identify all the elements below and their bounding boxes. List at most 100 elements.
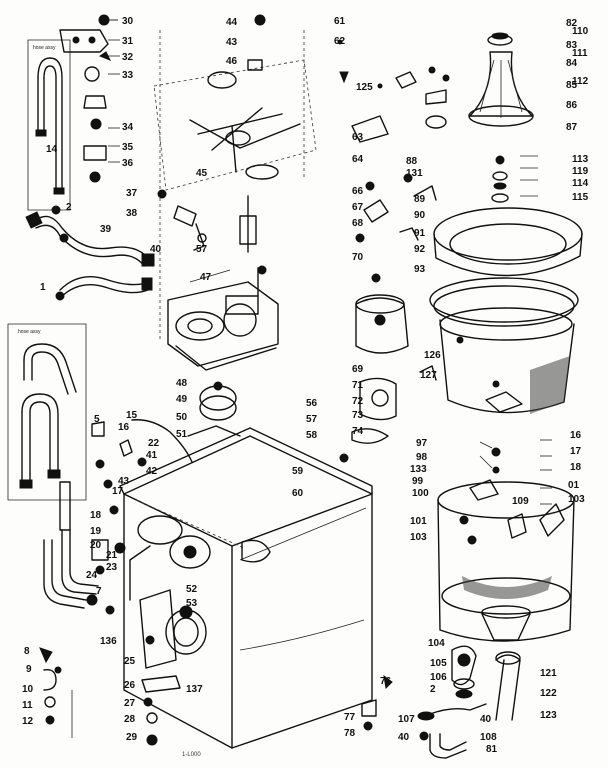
callout-51: 51 [176,429,188,440]
callout-57: 57 [306,414,318,425]
callout-21: 21 [106,550,118,561]
callout-91: 91 [414,228,426,239]
callout-41: 41 [146,450,158,461]
callout-73: 73 [352,410,364,421]
callout-5: 5 [94,414,100,425]
callout-18: 18 [570,462,582,473]
callout-37: 37 [126,188,138,199]
callout-57: 57 [196,244,208,255]
callout-48: 48 [176,378,188,389]
callout-112: 112 [572,76,589,87]
callout-25: 25 [124,656,136,667]
callout-34: 34 [122,122,134,133]
callout-114: 114 [572,178,589,189]
center-right-parts [337,39,409,731]
callout-30: 30 [122,16,134,27]
callout-38: 38 [126,208,138,219]
callout-103: 103 [568,494,585,505]
callout-127: 127 [420,370,437,381]
callout-40: 40 [398,732,410,743]
callout-15: 15 [126,410,138,421]
callout-126: 126 [424,350,441,361]
callout-113: 113 [572,154,589,165]
upper-hose-assembly: hose assy [27,14,118,211]
callout-105: 105 [430,658,447,669]
callout-76: 76 [380,676,392,687]
callout-17: 17 [112,486,124,497]
callout-121: 121 [540,668,557,679]
callout-122: 122 [540,688,557,699]
callout-1: 1 [40,282,46,293]
callout-97: 97 [416,438,428,449]
callout-66: 66 [352,186,364,197]
callout-70: 70 [352,252,364,263]
callout-104: 104 [428,638,445,649]
callout-71: 71 [352,380,364,391]
hose-tag-top: hose assy [33,45,56,51]
callout-24: 24 [86,570,98,581]
callout-2: 2 [430,684,436,695]
footer-code: 1-L000 [182,752,201,758]
callout-74: 74 [352,426,364,437]
callout-92: 92 [414,244,426,255]
callout-9: 9 [26,664,32,675]
agitator-assembly [153,14,317,340]
callout-19: 19 [90,526,102,537]
callout-77: 77 [344,712,356,723]
callout-88: 88 [406,156,418,167]
callout-52: 52 [186,584,198,595]
pump-motor-group [114,515,271,669]
tub-assembly [417,32,583,759]
callout-59: 59 [292,466,304,477]
callout-60: 60 [292,488,304,499]
callout-32: 32 [122,52,134,63]
callout-78: 78 [344,728,356,739]
callout-58: 58 [306,430,318,441]
callout-26: 26 [124,680,136,691]
callout-98: 98 [416,452,428,463]
callout-45: 45 [196,168,208,179]
callout-103: 103 [410,532,427,543]
clamp-parts [39,647,73,738]
callout-89: 89 [414,194,426,205]
callout-44: 44 [226,17,238,28]
callout-67: 67 [352,202,364,213]
water-valve [157,189,207,251]
callout-107: 107 [398,714,415,725]
callout-01: 01 [568,480,580,491]
callout-106: 106 [430,672,447,683]
callout-47: 47 [200,272,212,283]
callout-100: 100 [412,488,429,499]
inlet-hoses [25,205,155,301]
callout-43: 43 [226,37,238,48]
callout-90: 90 [414,210,426,221]
callout-64: 64 [352,154,364,165]
callout-42: 42 [146,466,158,477]
callout-49: 49 [176,394,188,405]
lower-hose-assembly: hose assy [7,323,99,609]
callout-7: 7 [96,586,102,597]
callout-16: 16 [118,422,130,433]
callout-93: 93 [414,264,426,275]
callout-35: 35 [122,142,134,153]
callout-29: 29 [126,732,138,743]
callout-17: 17 [570,446,582,457]
callout-87: 87 [566,122,578,133]
callout-23: 23 [106,562,118,573]
callout-115: 115 [572,192,589,203]
callout-125: 125 [356,82,373,93]
callout-53: 53 [186,598,198,609]
callout-39: 39 [100,224,112,235]
callout-50: 50 [176,412,188,423]
callout-62: 62 [334,36,346,47]
callout-20: 20 [90,540,102,551]
callout-111: 111 [572,48,588,59]
callout-12: 12 [22,716,34,727]
callout-56: 56 [306,398,318,409]
misc-small-parts-left [86,419,193,615]
callout-133: 133 [410,464,427,475]
callout-119: 119 [572,166,589,177]
callout-46: 46 [226,56,238,67]
callout-10: 10 [22,684,34,695]
